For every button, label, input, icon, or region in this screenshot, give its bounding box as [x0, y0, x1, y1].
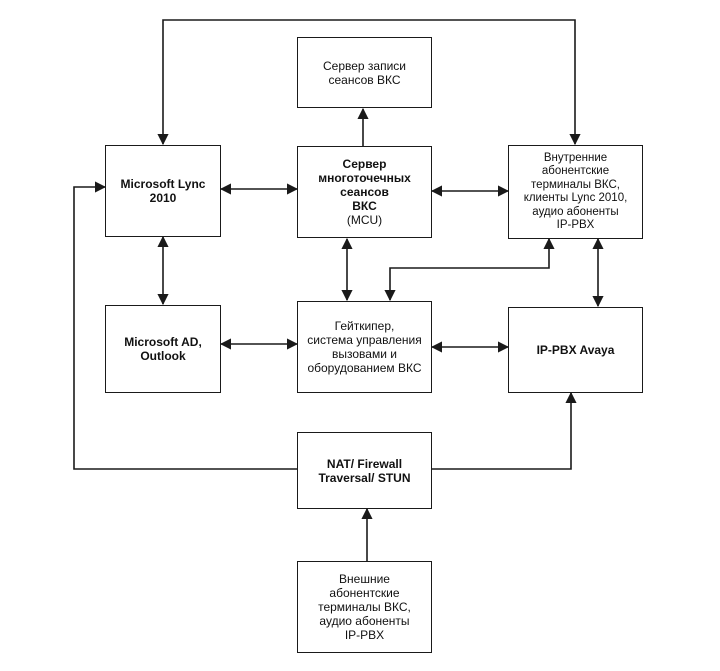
- connector-nat-lync: [73, 181, 297, 470]
- mcu-subtitle: (MCU): [346, 213, 383, 227]
- external-terminals-label: Внешние абонентские терминалы ВКС, аудио…: [318, 572, 411, 642]
- connector-lync-internal-top: [157, 19, 581, 146]
- recording-server-label: Сервер записи сеансов ВКС: [322, 58, 406, 87]
- gatekeeper-box: Гейткипер, система управления вызовами и…: [297, 301, 432, 393]
- connector-internal-gatekeeper: [384, 237, 555, 302]
- mcu-title: Сервер многоточечных сеансов ВКС: [318, 157, 411, 213]
- nat-firewall-box: NAT/ Firewall Traversal/ STUN: [297, 432, 432, 509]
- internal-terminals-label: Внутренние абонентские терминалы ВКС, кл…: [523, 151, 628, 232]
- connector-nat-ippbx: [432, 391, 577, 470]
- nat-firewall-label: NAT/ Firewall Traversal/ STUN: [318, 456, 411, 485]
- gatekeeper-label: Гейткипер, система управления вызовами и…: [307, 319, 422, 375]
- lync-label: Microsoft Lync 2010: [120, 177, 206, 205]
- recording-server-box: Сервер записи сеансов ВКС: [297, 37, 432, 108]
- external-terminals-box: Внешние абонентские терминалы ВКС, аудио…: [297, 561, 432, 653]
- mcu-box: Сервер многоточечных сеансов ВКС (MCU): [297, 146, 432, 238]
- ad-outlook-box: Microsoft AD, Outlook: [105, 305, 221, 393]
- lync-box: Microsoft Lync 2010: [105, 145, 221, 237]
- internal-terminals-box: Внутренние абонентские терминалы ВКС, кл…: [508, 145, 643, 239]
- ip-pbx-box: IP-PBX Avaya: [508, 307, 643, 393]
- ip-pbx-label: IP-PBX Avaya: [536, 343, 615, 357]
- ad-outlook-label: Microsoft AD, Outlook: [124, 335, 202, 363]
